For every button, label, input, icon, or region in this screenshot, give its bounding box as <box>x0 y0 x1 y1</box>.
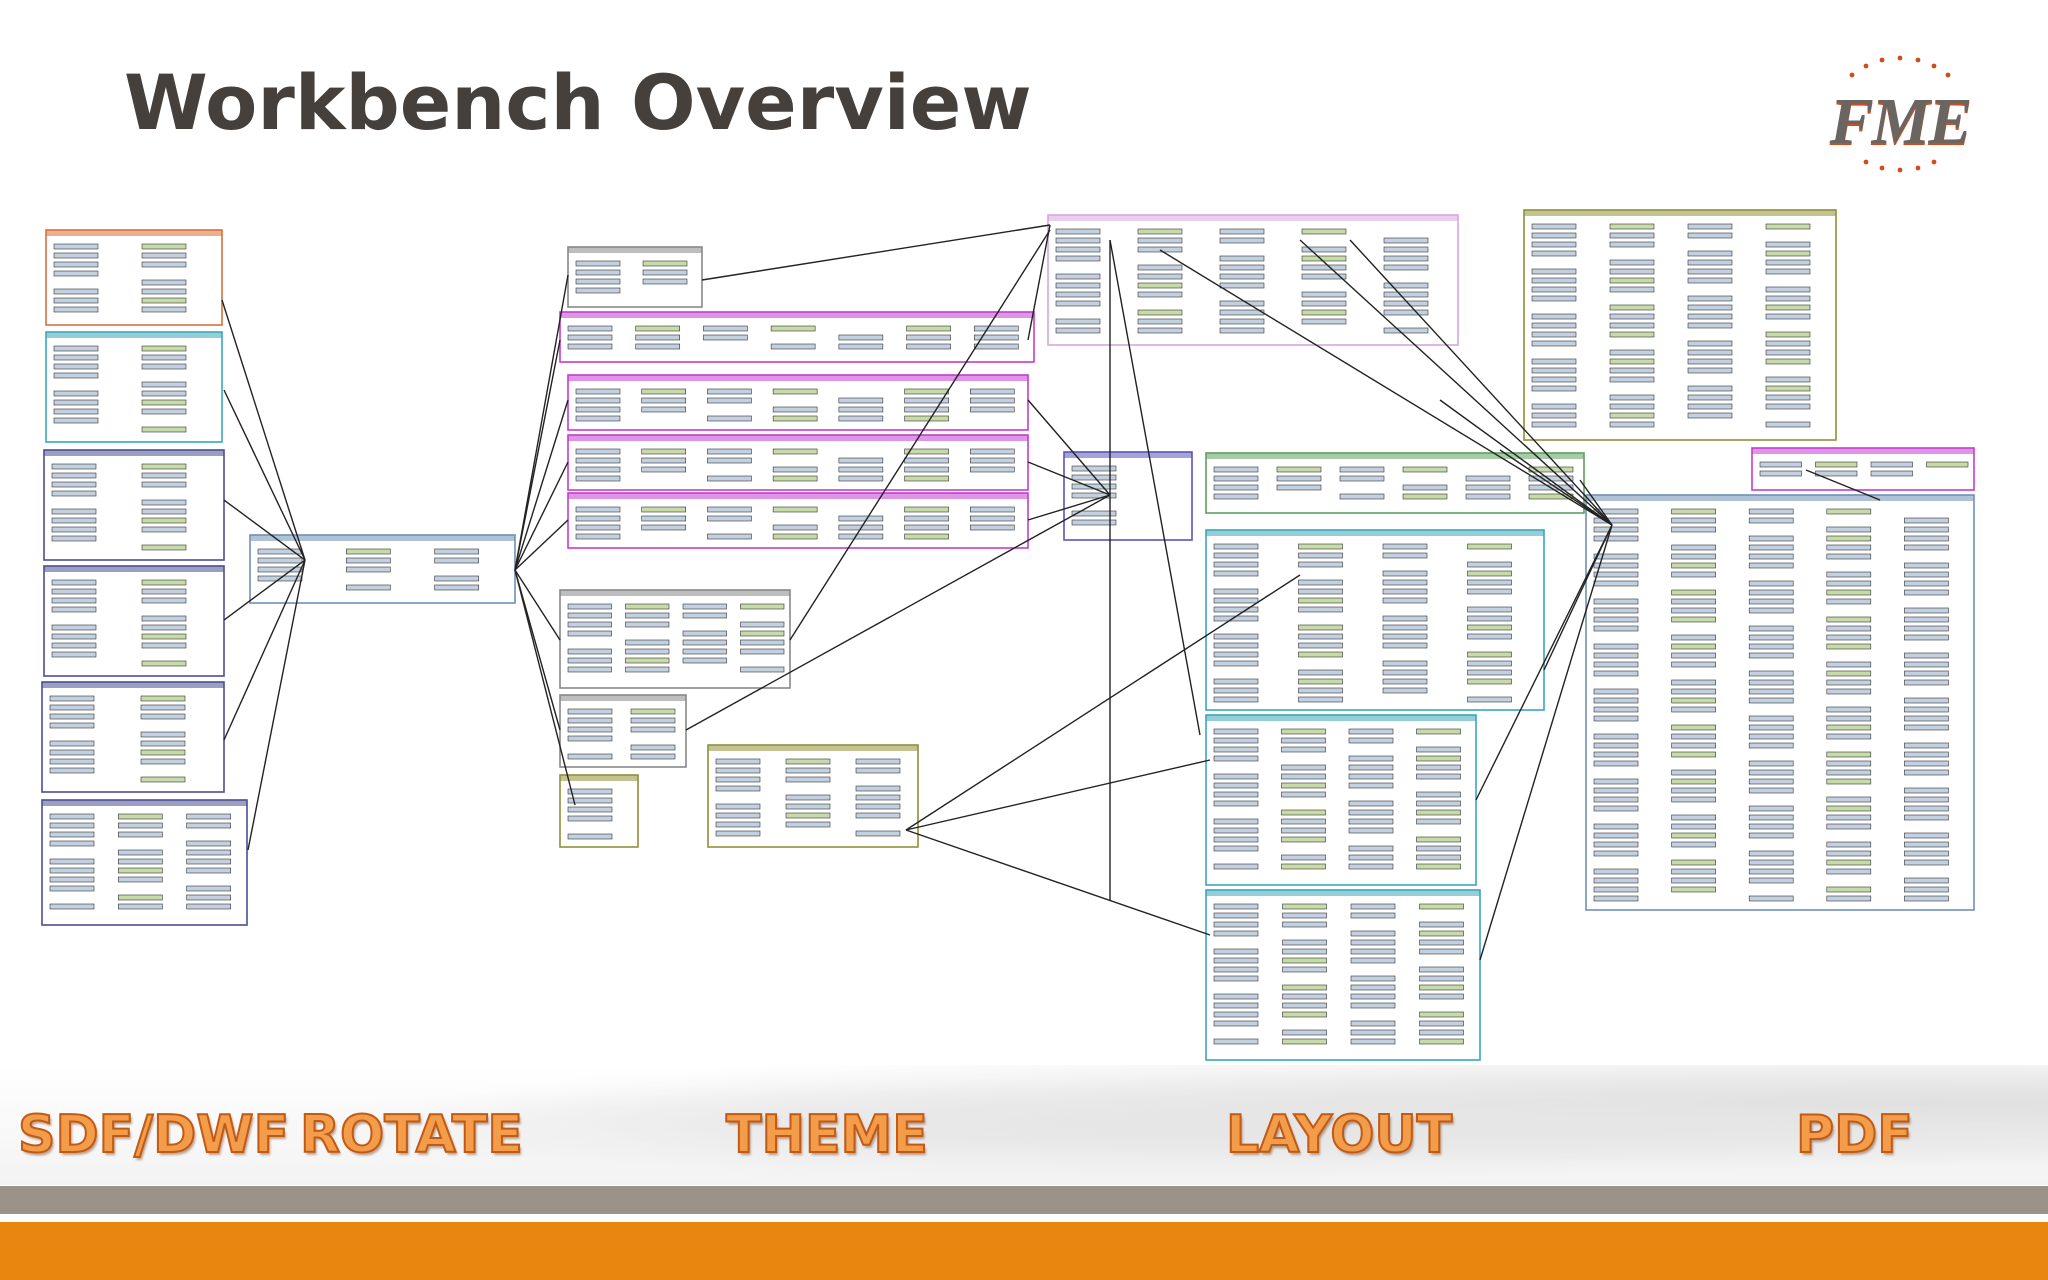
bookmark-4 <box>41 681 225 793</box>
bookmark-0 <box>45 229 223 326</box>
bookmark-6 <box>249 534 516 604</box>
bookmark-8 <box>559 311 1035 363</box>
connector-0 <box>221 299 306 561</box>
fme-logo: FME <box>1800 50 2000 180</box>
connector-19 <box>789 229 1051 641</box>
map-background <box>0 1065 2048 1185</box>
bookmark-22 <box>1523 209 1837 441</box>
connector-35 <box>1805 469 1881 501</box>
bookmark-24 <box>1585 494 1975 911</box>
stage-label-rotate: ROTATE <box>299 1104 524 1166</box>
connector-6 <box>514 274 569 571</box>
connector-29 <box>1439 399 1613 526</box>
connector-27 <box>1299 239 1613 526</box>
bookmark-2 <box>43 449 225 561</box>
bookmark-3 <box>43 565 225 677</box>
bookmark-11 <box>567 492 1029 549</box>
bookmark-13 <box>559 694 687 768</box>
connector-7 <box>514 339 561 571</box>
bookmark-layer <box>41 209 1975 1061</box>
connection-layer <box>221 224 1881 961</box>
connector-2 <box>223 499 306 561</box>
connector-28 <box>1349 239 1613 526</box>
connector-9 <box>514 461 569 571</box>
connector-20 <box>685 494 1111 731</box>
bookmark-12 <box>559 589 791 689</box>
bookmark-9 <box>567 374 1029 431</box>
connector-33 <box>1475 524 1613 801</box>
bookmark-21 <box>1205 889 1481 1061</box>
bookmark-15 <box>707 744 919 848</box>
bookmark-5 <box>41 799 248 926</box>
footer-orange-bar <box>0 1222 2048 1280</box>
bookmark-18 <box>1205 452 1585 514</box>
connector-25 <box>1109 239 1201 736</box>
connector-17 <box>1027 461 1111 496</box>
connector-30 <box>1499 449 1613 526</box>
stage-label-sdf-dwf: SDF/DWF <box>17 1104 290 1166</box>
connector-13 <box>514 569 576 806</box>
connector-4 <box>223 559 306 741</box>
connector-3 <box>223 559 306 621</box>
connector-8 <box>514 399 569 571</box>
connector-22 <box>905 829 1211 936</box>
slide-title: Workbench Overview <box>124 58 1032 147</box>
connector-18 <box>1027 494 1111 521</box>
connector-31 <box>1579 479 1613 526</box>
connector-11 <box>514 569 561 641</box>
bookmark-7 <box>567 246 703 308</box>
stage-label-layout: LAYOUT <box>1225 1104 1453 1166</box>
connector-23 <box>905 574 1301 831</box>
connector-10 <box>514 519 569 571</box>
connector-15 <box>1027 224 1051 341</box>
logo-ring-icon <box>1849 55 1951 173</box>
stage-label-pdf: PDF <box>1795 1104 1914 1166</box>
logo-wordmark: FME <box>1829 85 1973 158</box>
connector-16 <box>1027 399 1111 496</box>
bookmark-14 <box>559 774 639 848</box>
footer-divider <box>0 1214 2048 1222</box>
connector-1 <box>223 389 306 561</box>
bookmark-10 <box>567 434 1029 491</box>
connector-21 <box>905 759 1211 831</box>
bookmark-20 <box>1205 714 1477 886</box>
footer-gray-bar <box>0 1186 2048 1214</box>
bookmark-17 <box>1063 451 1193 541</box>
stage-label-theme: THEME <box>725 1104 929 1166</box>
connector-5 <box>247 559 306 851</box>
connector-14 <box>701 224 1051 281</box>
bookmark-1 <box>45 331 223 443</box>
connector-26 <box>1159 249 1613 526</box>
bookmark-23 <box>1751 447 1975 491</box>
bookmark-16 <box>1047 214 1459 346</box>
connector-34 <box>1479 524 1613 961</box>
workspace-diagram <box>41 209 1975 1061</box>
bookmark-19 <box>1205 529 1545 711</box>
